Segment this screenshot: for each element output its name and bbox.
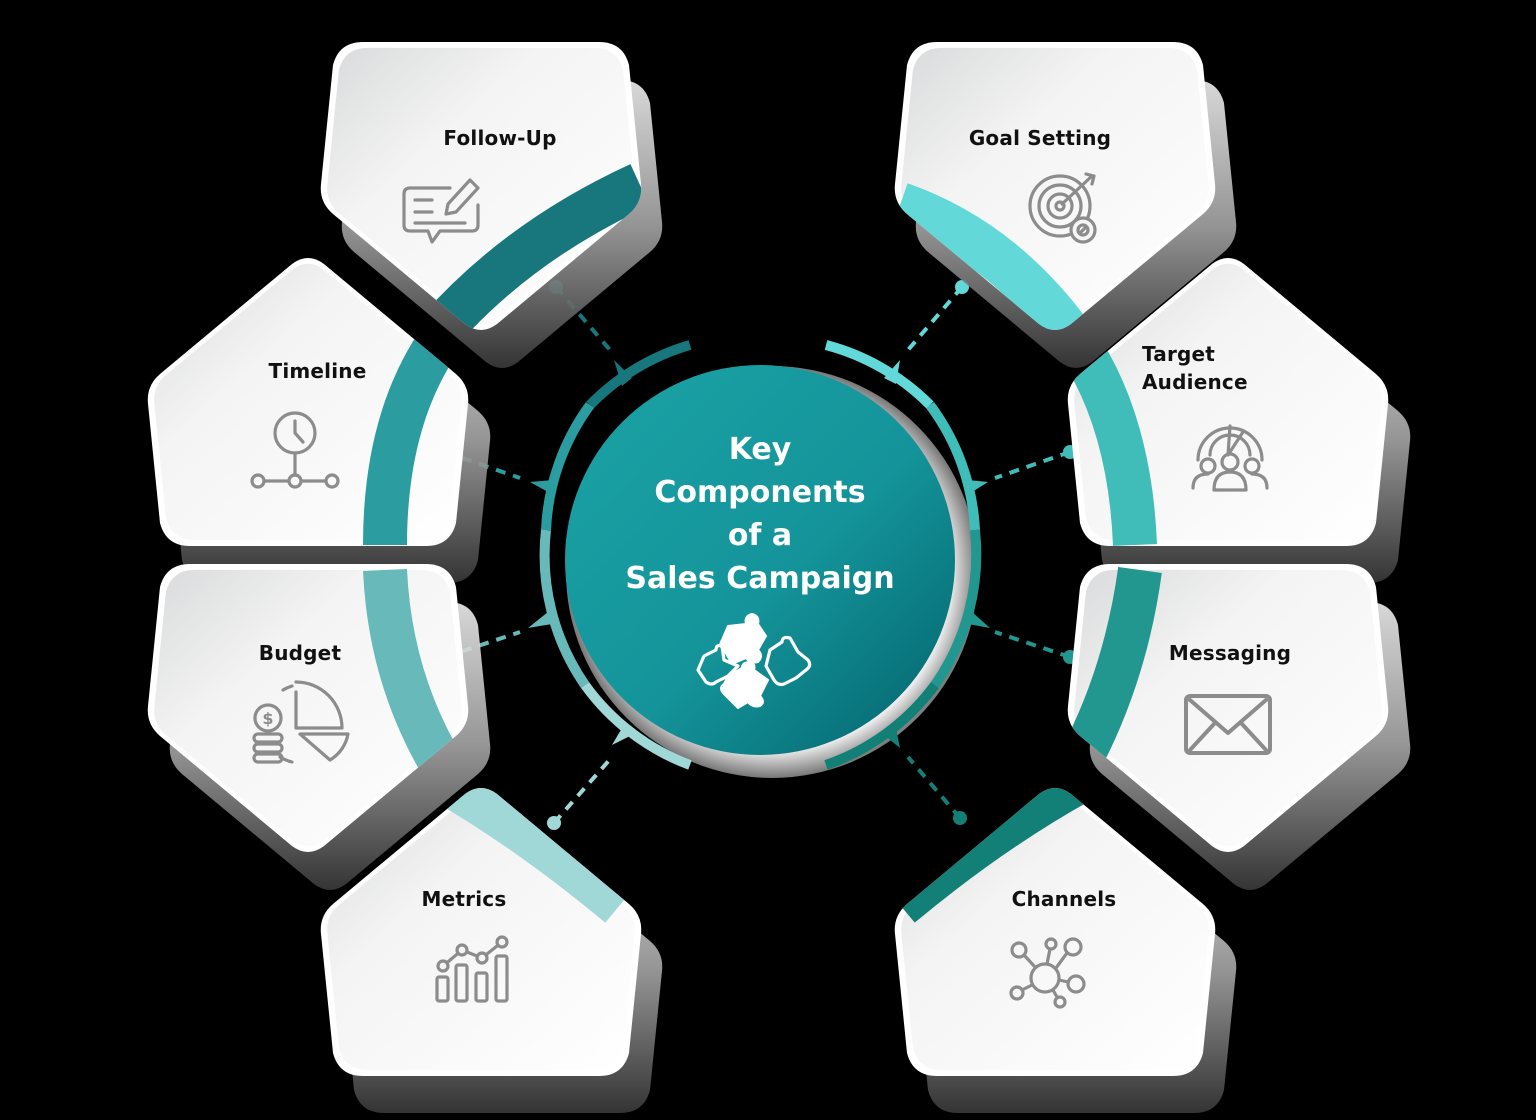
clock-timeline-icon [250,411,340,489]
budget-pie-coins-icon: $ [252,680,350,764]
envelope-icon [1184,694,1272,755]
center-title-line-3: of a [727,518,793,553]
center-title-line-2: Components [654,475,866,510]
label-follow-up: Follow-Up [443,126,557,150]
card-budget [147,564,491,890]
label-timeline: Timeline [268,359,367,383]
network-hub-icon [1009,937,1086,1009]
label-channels: Channels [1011,887,1117,911]
svg-text:$: $ [262,709,273,728]
bar-line-chart-icon [435,935,509,1003]
label-metrics: Metrics [421,887,507,911]
outer-ring-right [824,340,982,770]
label-budget: Budget [258,641,342,665]
card-timeline [147,258,491,583]
label-target-audience: Target Audience [1142,342,1248,394]
puzzle-pieces-icon [696,613,812,709]
card-follow-up [320,42,663,368]
label-goal-setting: Goal Setting [968,126,1112,150]
center-title: Key Components of a Sales Campaign [560,428,960,600]
ring-arrow-ticks [528,360,990,748]
target-gear-icon [1028,172,1097,244]
audience-radar-icon [1191,424,1269,492]
center-title-line-1: Key [728,432,792,467]
center-title-line-4: Sales Campaign [625,561,895,596]
center-circle [565,365,955,755]
outer-ring-left [539,340,692,770]
label-messaging: Messaging [1168,641,1292,665]
card-goal-setting [894,42,1237,368]
edit-message-icon [402,178,480,244]
